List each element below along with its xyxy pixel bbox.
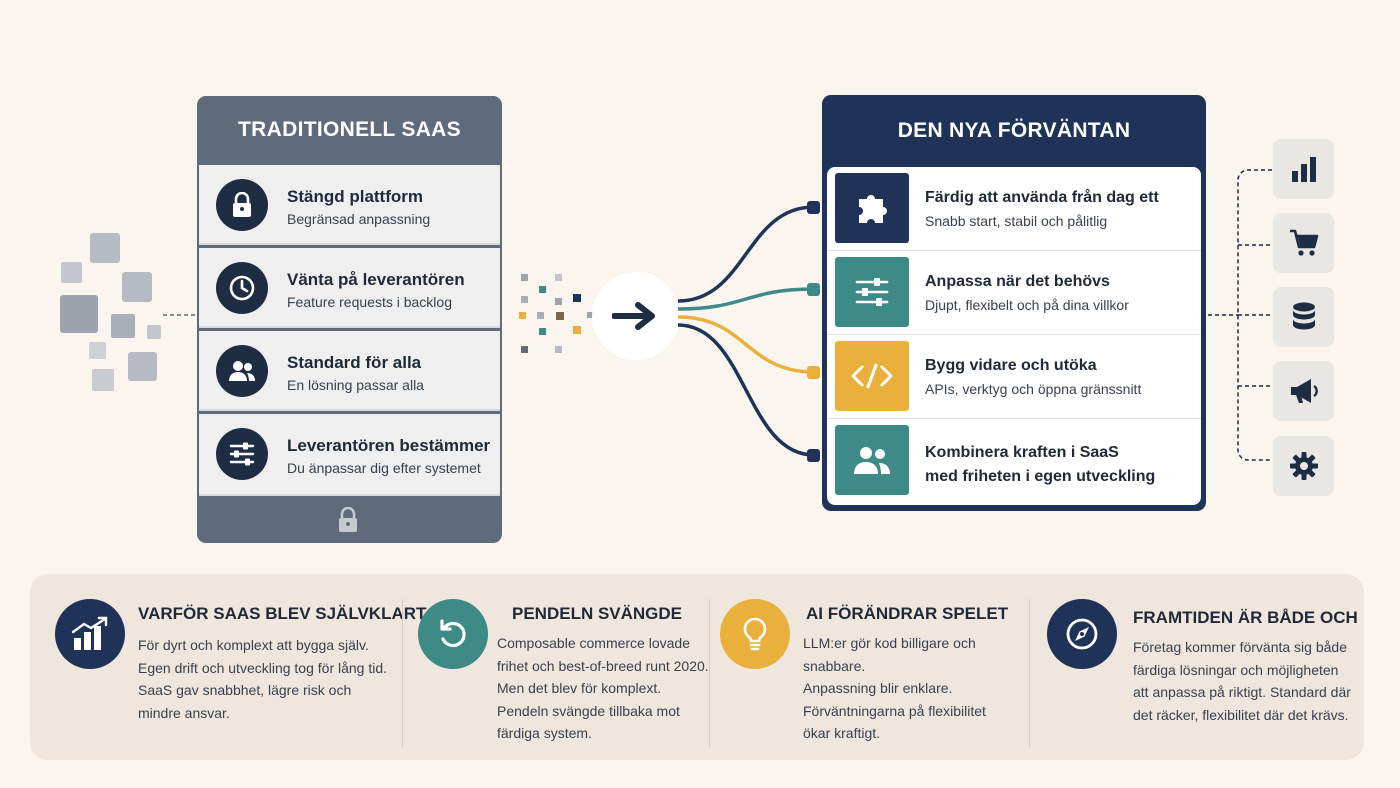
sliders-icon — [216, 428, 268, 480]
new-expectation-item-title: Anpassa när det behövs — [925, 273, 1110, 290]
traditional-item-title: Vänta på leverantören — [287, 270, 465, 289]
shopping-cart-icon — [1289, 229, 1318, 256]
users-icon — [216, 345, 268, 397]
info-card-body: Företag kommer förvänta sig både färdiga… — [1133, 636, 1351, 726]
traditional-item: Standard för alla En lösning passar alla — [199, 331, 500, 411]
info-card: VARFÖR SAAS BLEV SJÄLVKLART För dyrt och… — [30, 574, 426, 760]
info-card-line: mindre ansvar. — [138, 704, 230, 721]
traditional-item-subtitle: En lösning passar alla — [287, 377, 424, 393]
new-expectation-item-title: Kombinera kraften i SaaS med friheten i … — [925, 441, 1155, 489]
gear-icon — [1289, 452, 1318, 480]
code-icon — [835, 341, 909, 411]
side-icon-box — [1273, 287, 1334, 347]
arrow-right-icon — [612, 302, 655, 330]
rotate-icon — [418, 599, 488, 669]
traditional-item-subtitle: Du änpassar dig efter systemet — [287, 460, 481, 476]
info-card-title: FRAMTIDEN ÄR BÅDE OCH — [1133, 608, 1358, 627]
traditional-item: Stängd plattform Begränsad anpassning — [199, 165, 500, 245]
info-card-title: VARFÖR SAAS BLEV SJÄLVKLART — [138, 604, 427, 623]
new-expectation-item-title: Färdig att använda från dag ett — [925, 189, 1159, 206]
divider — [1029, 599, 1030, 747]
info-card: PENDELN SVÄNGDE Composable commerce lova… — [403, 574, 709, 760]
new-expectation-item-subtitle: Djupt, flexibelt och på dina villkor — [925, 297, 1129, 313]
traditional-item: Leverantören bestämmer Du änpassar dig e… — [199, 414, 500, 496]
new-expectation-item: Kombinera kraften i SaaS med friheten i … — [827, 419, 1201, 503]
info-card-line: Förväntningarna på flexibilitet — [803, 702, 986, 719]
info-card-line: Composable commerce lovade — [497, 635, 690, 651]
center-circle — [592, 272, 680, 360]
growth-chart-icon — [55, 599, 125, 669]
puzzle-icon — [835, 173, 909, 243]
info-card-line: att anpassa på riktigt. Standard där — [1133, 684, 1351, 700]
traditional-item-title: Leverantören bestämmer — [287, 436, 491, 455]
info-card-line: färdiga system. — [497, 725, 592, 741]
info-card-line: Men det blev för komplext. — [497, 680, 662, 696]
info-card-body: För dyrt och komplext att bygga själv. E… — [138, 634, 387, 724]
traditional-panel-title: TRADITIONELL SAAS — [238, 118, 461, 141]
colored-dots-decoration — [519, 274, 593, 353]
divider — [402, 599, 403, 747]
users-icon — [835, 425, 909, 495]
new-expectation-item-subtitle: APIs, verktyg och öppna gränssnitt — [925, 381, 1142, 397]
traditional-saas-panel: TRADITIONELL SAAS Stängd plattform Begrä… — [197, 96, 502, 543]
info-card-body: Composable commerce lovade frihet och be… — [497, 632, 709, 745]
info-card-line: Anpassning blir enklare. — [803, 680, 953, 696]
bottom-info-panel: VARFÖR SAAS BLEV SJÄLVKLART För dyrt och… — [30, 574, 1364, 760]
traditional-item-subtitle: Begränsad anpassning — [287, 211, 431, 227]
divider — [709, 599, 710, 747]
title-line: med friheten i egen utveckling — [925, 468, 1156, 485]
info-card-body: LLM:er gör kod billigare och snabbare. A… — [803, 632, 1029, 745]
lock-icon — [216, 179, 268, 231]
side-icon-box — [1273, 139, 1334, 199]
info-card-title: AI FÖRÄNDRAR SPELET — [806, 604, 1009, 623]
side-icon-box — [1273, 361, 1334, 421]
clock-icon — [216, 262, 268, 314]
info-card: FRAMTIDEN ÄR BÅDE OCH Företag kommer för… — [1030, 574, 1364, 760]
megaphone-icon — [1290, 379, 1318, 403]
traditional-item-title: Standard för alla — [287, 353, 422, 372]
info-card-line: frihet och best-of-breed runt 2020. — [497, 657, 709, 674]
info-card-line: LLM:er gör kod billigare och snabbare. — [803, 635, 976, 674]
traditional-item: Vänta på leverantören Feature requests i… — [199, 248, 500, 328]
side-icon-box — [1273, 213, 1334, 273]
new-expectation-title: DEN NYA FÖRVÄNTAN — [897, 119, 1131, 142]
bar-chart-icon — [1291, 157, 1316, 182]
traditional-item-subtitle: Feature requests i backlog — [287, 294, 452, 310]
new-expectation-item-subtitle: Snabb start, stabil och pålitlig — [925, 213, 1108, 229]
new-expectation-item-title: Bygg vidare och utöka — [925, 357, 1097, 374]
scattered-squares-decoration — [60, 233, 197, 391]
info-card: AI FÖRÄNDRAR SPELET LLM:er gör kod billi… — [710, 574, 1029, 760]
sliders-icon — [835, 257, 909, 327]
info-card-line: SaaS gav snabbhet, lägre risk och — [138, 682, 352, 698]
new-expectation-item: Färdig att använda från dag ett Snabb st… — [827, 167, 1201, 251]
info-card-line: Företag kommer förvänta sig både — [1133, 639, 1347, 655]
info-card-line: För dyrt och komplext att bygga själv. — [138, 637, 369, 653]
info-card-line: det räcker, flexibilitet där det krävs. — [1133, 706, 1349, 723]
info-card-line: färdiga lösningar och möjligheten — [1133, 661, 1339, 678]
info-card-title: PENDELN SVÄNGDE — [512, 604, 683, 623]
title-line: Kombinera kraften i SaaS — [925, 444, 1119, 461]
traditional-item-title: Stängd plattform — [287, 187, 423, 206]
info-card-line: Egen drift och utveckling tog för lång t… — [138, 659, 388, 676]
new-expectation-item: Anpassa när det behövs Djupt, flexibelt … — [827, 251, 1201, 335]
side-dashed-connectors — [1208, 169, 1272, 461]
compass-icon — [1047, 599, 1117, 669]
new-expectation-item: Bygg vidare och utöka APIs, verktyg och … — [827, 335, 1201, 419]
lock-icon — [339, 507, 357, 532]
connector-curves — [677, 201, 820, 462]
info-card-line: ökar kraftigt. — [803, 725, 881, 741]
side-icon-box — [1273, 436, 1334, 496]
lightbulb-icon — [720, 599, 790, 669]
database-icon — [1292, 302, 1315, 330]
info-card-line: Pendeln svängde tillbaka mot — [497, 702, 680, 719]
new-expectation-panel: DEN NYA FÖRVÄNTAN Färdig att använda frå… — [822, 95, 1206, 511]
